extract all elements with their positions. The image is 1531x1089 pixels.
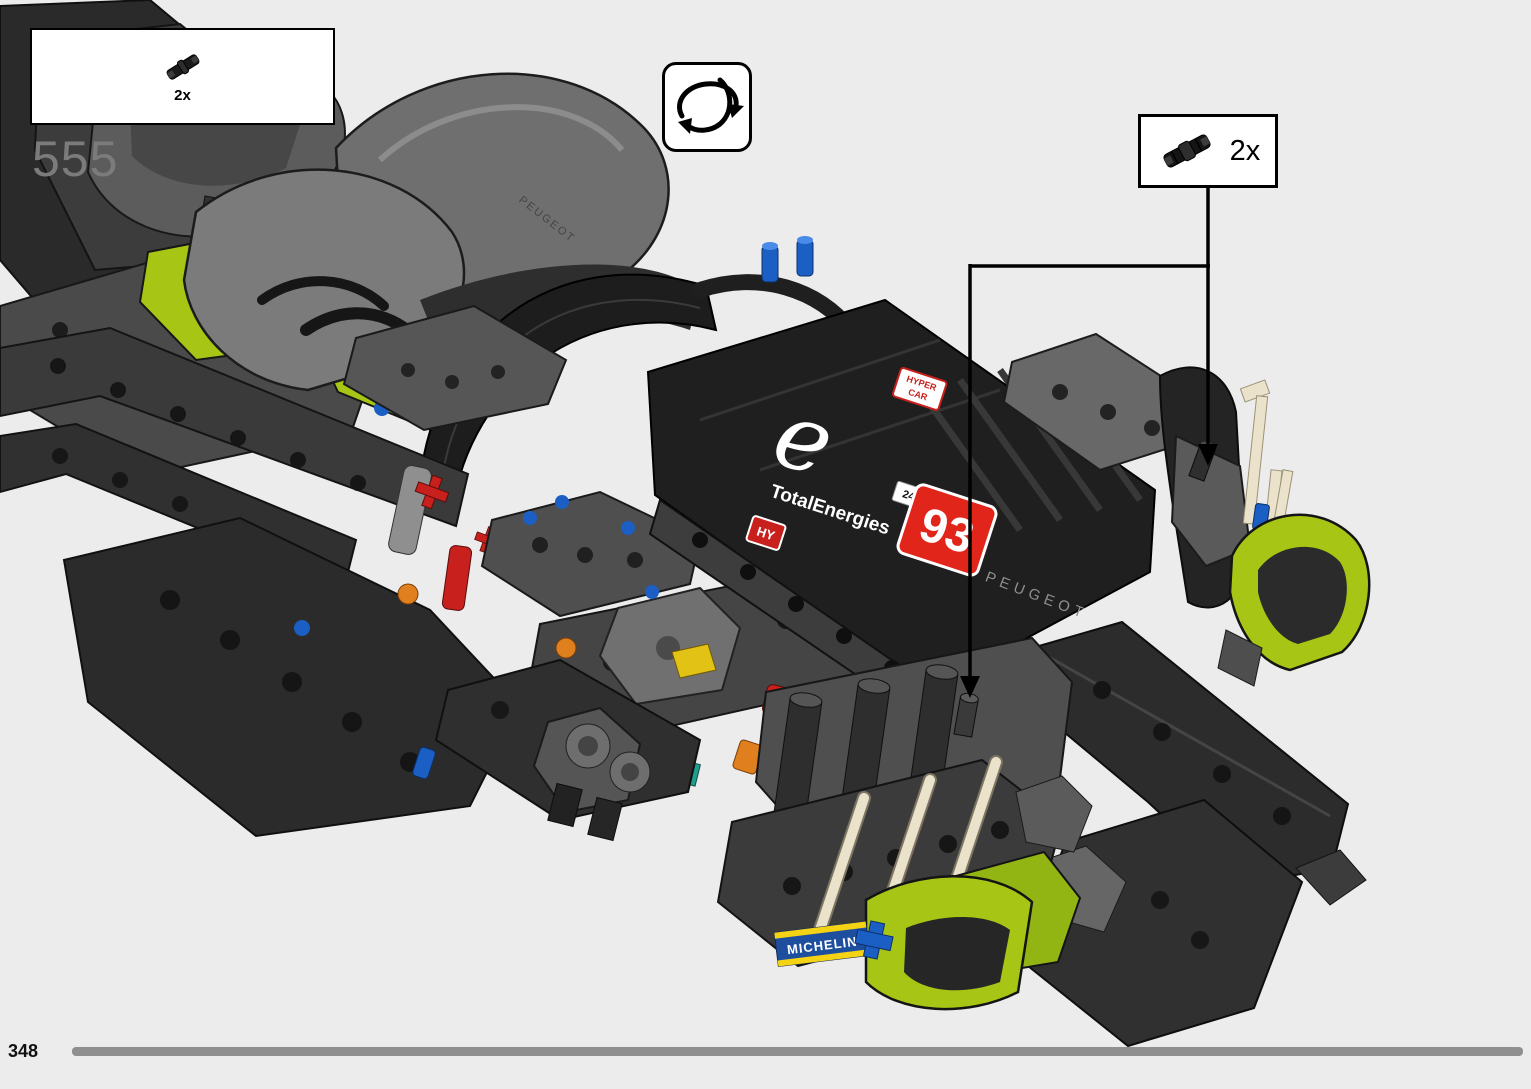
part-quantity-1: 2x (174, 86, 191, 104)
parts-callout-box-2: 2x (1138, 114, 1278, 188)
step-number: 555 (32, 131, 119, 187)
black-pin-icon (166, 53, 199, 80)
page-number: 348 (8, 1041, 39, 1061)
blue-cross-piece (854, 920, 894, 960)
hypercar-sticker: HYPER CAR (892, 367, 948, 411)
chassis-left (0, 326, 522, 838)
rotate-arrows-glyph (677, 77, 744, 134)
parts-callout-box-1: 2x (30, 28, 335, 125)
red-cross-pin (414, 474, 450, 510)
michelin-sticker: MICHELIN (773, 920, 871, 968)
black-connector-pin-icon (1163, 134, 1211, 168)
hy-sticker: HY (745, 515, 787, 551)
front-assembly: MICHELIN (434, 636, 1093, 1011)
part-quantity-2: 2x (1229, 134, 1261, 167)
yellow-piece (671, 643, 717, 679)
right-frame (1002, 332, 1371, 687)
side-skirt-right (1016, 620, 1367, 1048)
rotate-model-icon (662, 62, 752, 152)
progress-bar (72, 1047, 1523, 1056)
svg-text:HY: HY (755, 524, 777, 544)
